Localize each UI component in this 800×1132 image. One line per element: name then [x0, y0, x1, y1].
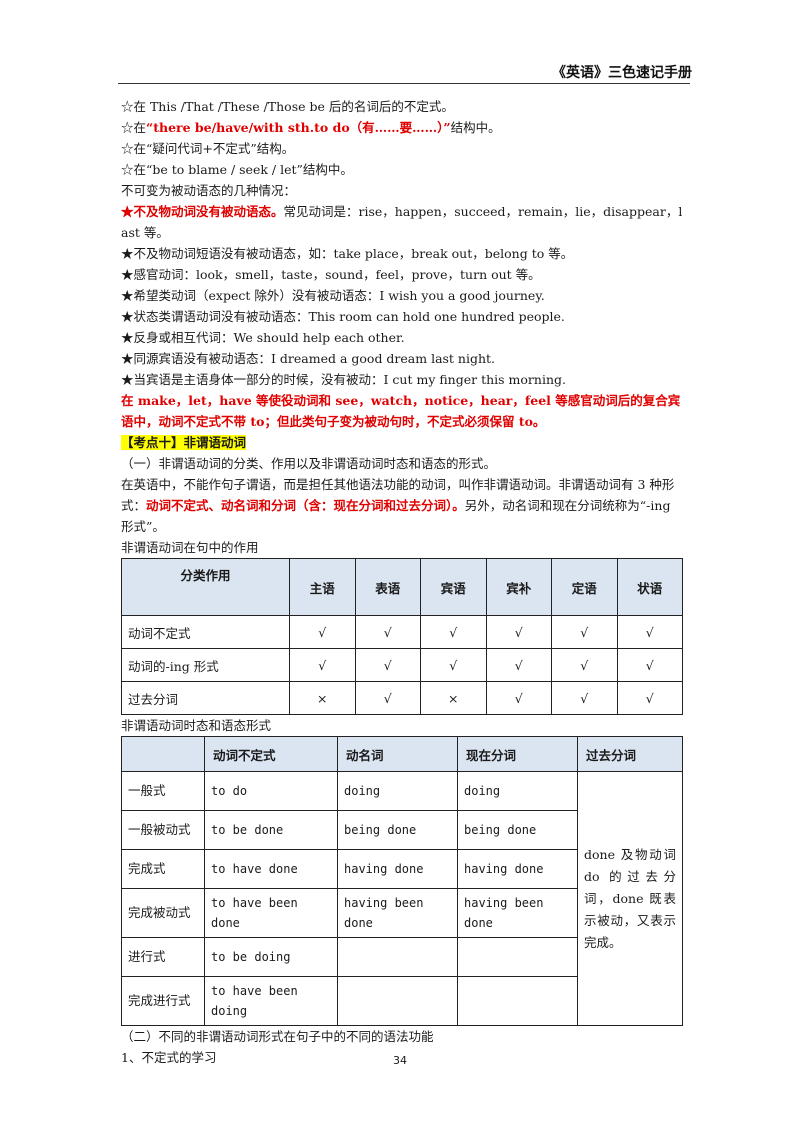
table-cell: √	[485, 681, 552, 715]
table-header-cell: 宾语	[420, 558, 487, 616]
table-cell: having done	[457, 849, 578, 889]
table-header-cell: 分类作用	[121, 558, 290, 616]
highlight-rule: 在 make，let，have 等使役动词和 see，watch，notice，…	[121, 393, 681, 429]
table-header-cell: 表语	[354, 558, 421, 616]
text-line: ★反身或相互代词：We should help each other.	[121, 330, 405, 345]
header-divider	[118, 83, 690, 84]
table-cell: √	[420, 615, 487, 649]
table-cell: doing	[457, 771, 578, 811]
table-cell: having done	[337, 849, 458, 889]
table-cell: √	[616, 648, 683, 682]
table-cell: √	[289, 615, 356, 649]
table-cell: √	[485, 648, 552, 682]
table-cell	[337, 937, 458, 977]
text-line: ★状态类谓语动词没有被动语态：This room can hold one hu…	[121, 309, 565, 324]
section-heading: 【考点十】非谓语动词	[121, 435, 247, 450]
table-cell: ×	[420, 681, 487, 715]
table-cell: being done	[337, 810, 458, 850]
table-cell: to be doing	[204, 937, 338, 977]
table-cell	[337, 976, 458, 1026]
table-header-cell: 动词不定式	[204, 736, 338, 772]
table-header-row: 动词不定式 动名词 现在分词 过去分词	[121, 736, 683, 772]
table-cell: √	[354, 681, 421, 715]
text-line: ☆在“there be/have/with sth.to do（有……要……）”…	[121, 120, 501, 135]
text-line: ★不及物动词没有被动语态。常见动词是：rise，happen，succeed，r…	[121, 204, 683, 240]
table-cell: 一般式	[121, 771, 205, 811]
table-cell: ×	[289, 681, 356, 715]
table-cell: 过去分词	[121, 681, 290, 715]
table-row: 一般式 to do doing doing done 及物动词 do 的过去分词…	[121, 771, 683, 1026]
text-line: （一）非谓语动词的分类、作用以及非谓语动词时态和语态的形式。	[121, 456, 497, 471]
table-cell: to be done	[204, 810, 338, 850]
table-cell: 完成被动式	[121, 888, 205, 938]
table-cell: √	[354, 648, 421, 682]
table-cell: √	[616, 681, 683, 715]
text-line: 1、不定式的学习	[121, 1050, 217, 1065]
table-cell: 一般被动式	[121, 810, 205, 850]
table-header-cell: 状语	[616, 558, 683, 616]
tense-voice-table: 动词不定式 动名词 现在分词 过去分词 一般式 to do doing doin…	[121, 736, 683, 1026]
table-header-cell	[121, 736, 205, 772]
table-caption: 非谓语动词时态和语态形式	[121, 718, 272, 733]
table-row: 过去分词 × √ × √ √ √	[121, 681, 683, 715]
table-cell: √	[485, 615, 552, 649]
table-cell: √	[551, 681, 618, 715]
table-header-cell: 宾补	[485, 558, 552, 616]
table-row: 完成被动式 to have been done having been done…	[121, 888, 683, 938]
page-number: 34	[393, 1054, 407, 1067]
table-cell: 完成进行式	[121, 976, 205, 1026]
text-line: 在英语中，不能作句子谓语，而是担任其他语法功能的动词，叫作非谓语动词。非谓语动词…	[121, 477, 675, 534]
table-row: 完成式 to have done having done having done	[121, 849, 683, 889]
table-cell: to have been doing	[204, 976, 338, 1026]
table-cell	[457, 976, 578, 1026]
table-cell: √	[616, 615, 683, 649]
table-cell: √	[354, 615, 421, 649]
table-row: 进行式 to be doing	[121, 937, 683, 977]
text-line: ★不及物动词短语没有被动语态，如：take place，break out，be…	[121, 246, 574, 261]
table-cell: 进行式	[121, 937, 205, 977]
table-header-cell: 现在分词	[457, 736, 578, 772]
table-cell: √	[289, 648, 356, 682]
page-content: ☆在 This /That /These /Those be 后的名词后的不定式…	[121, 96, 683, 1068]
table-cell: 完成式	[121, 849, 205, 889]
table-cell: being done	[457, 810, 578, 850]
table-cell: to have been done	[204, 888, 338, 938]
table-cell: having been done	[457, 888, 578, 938]
table-row: 动词不定式 √ √ √ √ √ √	[121, 615, 683, 649]
table-header-cell: 过去分词	[577, 736, 683, 772]
table-cell: having been done	[337, 888, 458, 938]
text-line: 不可变为被动语态的几种情况：	[121, 183, 297, 198]
table-row: 一般被动式 to be done being done being done	[121, 810, 683, 850]
table-row: 动词的-ing 形式 √ √ √ √ √ √	[121, 648, 683, 682]
table-cell: √	[551, 648, 618, 682]
text-line: ★当宾语是主语身体一部分的时候，没有被动：I cut my finger thi…	[121, 372, 566, 387]
table-cell: doing	[337, 771, 458, 811]
table-cell: to do	[204, 771, 338, 811]
table-header-cell: 主语	[289, 558, 356, 616]
header-title: 《英语》三色速记手册	[552, 65, 692, 81]
table-row: 完成进行式 to have been doing	[121, 976, 683, 1026]
past-participle-note: done 及物动词 do 的过去分词，done 既表示被动，又表示完成。	[577, 771, 683, 1026]
table-caption: 非谓语动词在句中的作用	[121, 540, 259, 555]
text-line: ☆在 This /That /These /Those be 后的名词后的不定式…	[121, 99, 454, 114]
text-line: ★感官动词：look，smell，taste，sound，feel，prove，…	[121, 267, 541, 282]
text-line: （二）不同的非谓语动词形式在句子中的不同的语法功能	[121, 1029, 434, 1044]
table-header-cell: 动名词	[337, 736, 458, 772]
table-cell	[457, 937, 578, 977]
table-cell: 动词不定式	[121, 615, 290, 649]
functions-table: 分类作用 主语 表语 宾语 宾补 定语 状语 动词不定式 √ √ √ √ √ √…	[121, 558, 683, 715]
table-cell: to have done	[204, 849, 338, 889]
table-header-row: 分类作用 主语 表语 宾语 宾补 定语 状语	[121, 558, 683, 616]
text-line: ★希望类动词（expect 除外）没有被动语态：I wish you a goo…	[121, 288, 545, 303]
text-line: ☆在“be to blame / seek / let”结构中。	[121, 162, 353, 177]
table-cell: 动词的-ing 形式	[121, 648, 290, 682]
table-cell: √	[420, 648, 487, 682]
table-header-cell: 定语	[551, 558, 618, 616]
text-line: ★同源宾语没有被动语态：I dreamed a good dream last …	[121, 351, 496, 366]
text-line: ☆在“疑问代词+不定式”结构。	[121, 141, 295, 156]
table-cell: √	[551, 615, 618, 649]
